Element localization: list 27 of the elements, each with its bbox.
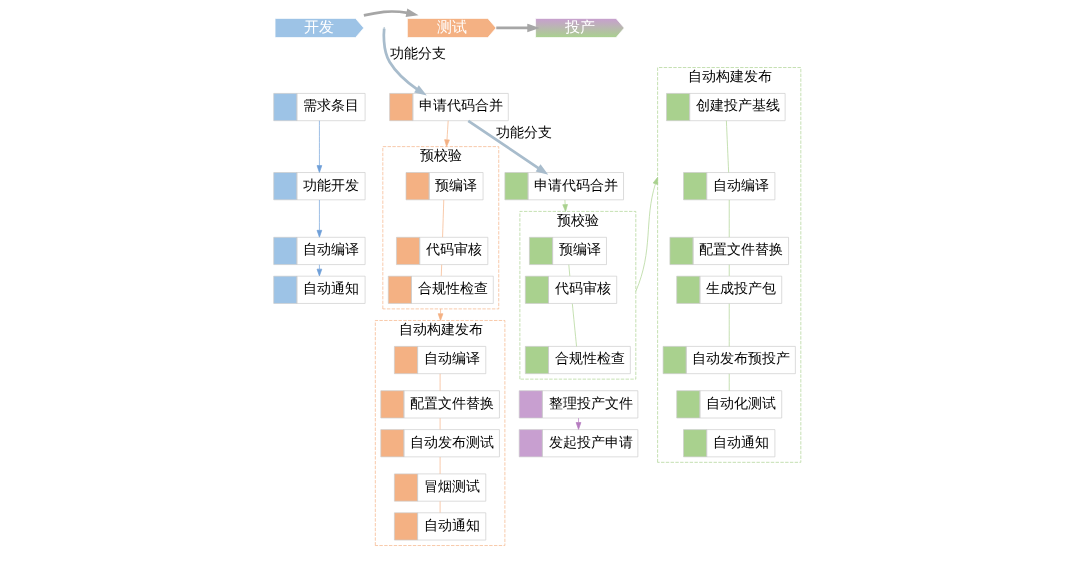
connector bbox=[572, 303, 577, 347]
connector bbox=[439, 373, 441, 391]
connector bbox=[728, 199, 730, 238]
edge-label: 功能分支 bbox=[389, 44, 446, 61]
arrow bbox=[316, 120, 323, 173]
arrow bbox=[496, 23, 540, 33]
connector bbox=[728, 264, 730, 277]
connector bbox=[440, 264, 442, 277]
arrow bbox=[382, 28, 427, 96]
arrow bbox=[467, 119, 549, 175]
connector bbox=[439, 456, 441, 475]
arrow bbox=[363, 8, 419, 17]
edge-label: 功能分支 bbox=[496, 124, 553, 141]
arrow bbox=[635, 177, 658, 292]
connector bbox=[728, 303, 730, 347]
connector bbox=[442, 199, 445, 238]
arrow bbox=[316, 199, 323, 238]
connector bbox=[568, 264, 571, 277]
arrow bbox=[575, 417, 582, 430]
arrow bbox=[316, 264, 323, 277]
arrow bbox=[444, 120, 450, 147]
arrow bbox=[562, 199, 568, 212]
connector bbox=[439, 501, 441, 513]
arrow bbox=[437, 308, 444, 321]
connector bbox=[439, 417, 441, 430]
connector bbox=[728, 373, 730, 391]
connector bbox=[726, 120, 729, 173]
